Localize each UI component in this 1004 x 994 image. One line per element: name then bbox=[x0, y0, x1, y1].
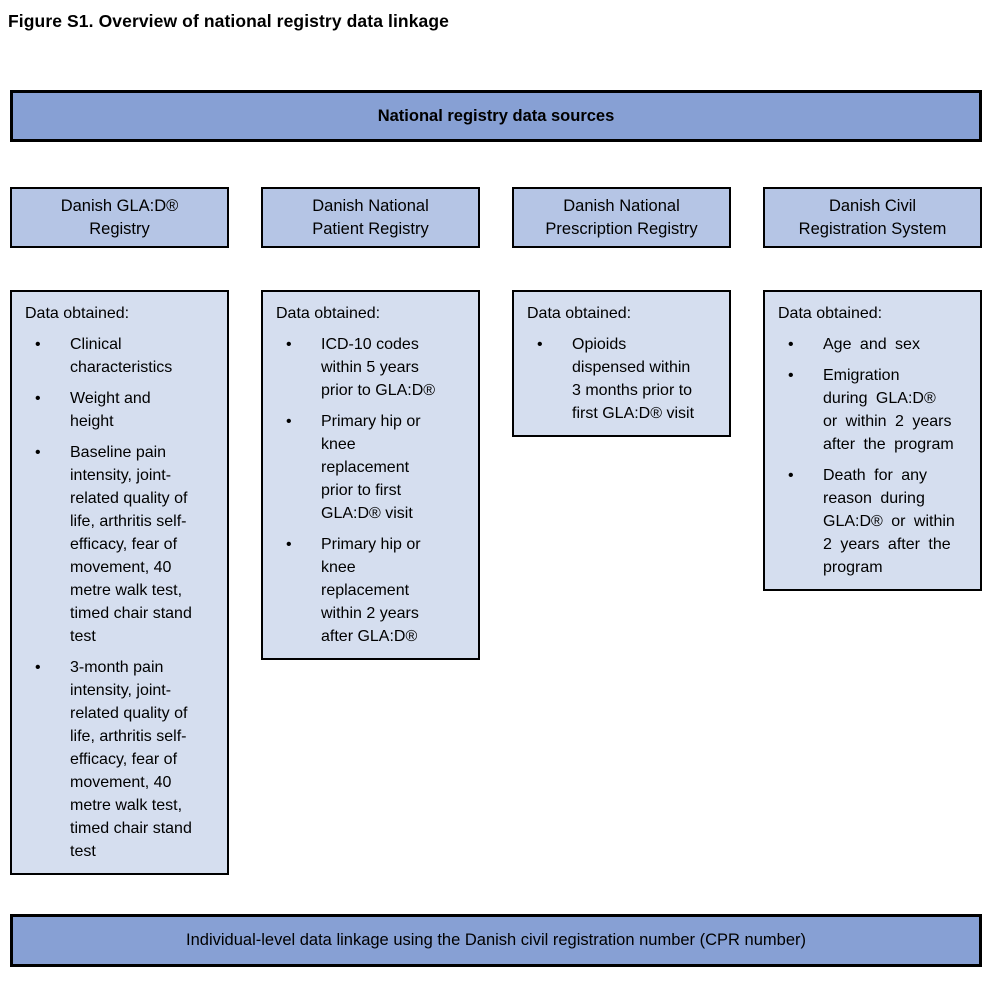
bullet-text: Baseline pain intensity, joint- related … bbox=[70, 444, 192, 645]
bullet-text: Weight and height bbox=[70, 390, 151, 430]
bullet-text: 3-month pain intensity, joint- related q… bbox=[70, 659, 192, 860]
databox-national-patient-registry: Data obtained: • ICD-10 codes within 5 ye… bbox=[261, 290, 480, 660]
header-box-glad-registry: Danish GLA:D® Registry bbox=[10, 187, 229, 248]
bullet-icon: • bbox=[537, 336, 543, 353]
bullet-icon: • bbox=[788, 467, 794, 484]
databox-national-prescription-registry: Data obtained: • Opioids dispensed within… bbox=[512, 290, 731, 437]
bullet-icon: • bbox=[35, 444, 41, 461]
bullet-icon: • bbox=[35, 336, 41, 353]
bullet-text: Emigration during GLA:D® or within 2 yea… bbox=[823, 367, 954, 453]
bullet-item: • Weight and height bbox=[25, 387, 219, 433]
bullet-text: Primary hip or knee replacement prior to… bbox=[321, 413, 421, 522]
bullet-icon: • bbox=[35, 390, 41, 407]
bullet-item: • Primary hip or knee replacement within … bbox=[276, 533, 470, 648]
bullet-item: • Baseline pain intensity, joint- related… bbox=[25, 441, 219, 648]
bullet-item: • ICD-10 codes within 5 years prior to GL… bbox=[276, 333, 470, 402]
bullet-icon: • bbox=[788, 336, 794, 353]
bullet-item: • Primary hip or knee replacement prior t… bbox=[276, 410, 470, 525]
data-obtained-label: Data obtained: bbox=[276, 305, 381, 322]
figure-title: Figure S1. Overview of national registry… bbox=[8, 11, 449, 31]
bullet-list-national-prescription-registry: • Opioids dispensed within 3 months prior… bbox=[527, 333, 721, 425]
bullet-item: • Emigration during GLA:D® or within 2 ye… bbox=[778, 364, 972, 456]
header-box-national-prescription-registry: Danish National Prescription Registry bbox=[512, 187, 731, 248]
bullet-text: Death for any reason during GLA:D® or wi… bbox=[823, 467, 955, 576]
bullet-list-national-patient-registry: • ICD-10 codes within 5 years prior to GL… bbox=[276, 333, 470, 648]
bullet-text: Primary hip or knee replacement within 2… bbox=[321, 536, 421, 645]
bullet-icon: • bbox=[35, 659, 41, 676]
data-obtained-label: Data obtained: bbox=[778, 305, 883, 322]
bottom-banner-cpr-linkage: Individual-level data linkage using the … bbox=[10, 914, 982, 967]
bullet-icon: • bbox=[788, 367, 794, 384]
header-box-national-patient-registry: Danish National Patient Registry bbox=[261, 187, 480, 248]
top-banner-national-registry-data-sources: National registry data sources bbox=[10, 90, 982, 142]
bullet-text: Opioids dispensed within 3 months prior … bbox=[572, 336, 695, 422]
bullet-item: • Clinical characteristics bbox=[25, 333, 219, 379]
header-box-civil-registration-system: Danish Civil Registration System bbox=[763, 187, 982, 248]
databox-civil-registration-system: Data obtained: • Age and sex • Emigration d… bbox=[763, 290, 982, 591]
data-obtained-label: Data obtained: bbox=[527, 305, 632, 322]
registry-columns-grid: Danish GLA:D® Registry Danish National P… bbox=[10, 187, 982, 875]
bullet-text: Age and sex bbox=[823, 336, 920, 353]
bullet-item: • Death for any reason during GLA:D® or w… bbox=[778, 464, 972, 579]
bullet-text: ICD-10 codes within 5 years prior to GLA… bbox=[321, 336, 436, 399]
bullet-icon: • bbox=[286, 336, 292, 353]
databox-glad-registry: Data obtained: • Clinical characteristics… bbox=[10, 290, 229, 875]
bullet-item: • Age and sex bbox=[778, 333, 972, 356]
bullet-list-civil-registration-system: • Age and sex • Emigration during GLA:D® or… bbox=[778, 333, 972, 579]
bullet-list-glad-registry: • Clinical characteristics • Weight and hei… bbox=[25, 333, 219, 863]
bullet-item: • 3-month pain intensity, joint- related … bbox=[25, 656, 219, 863]
bullet-icon: • bbox=[286, 413, 292, 430]
data-obtained-label: Data obtained: bbox=[25, 305, 130, 322]
bullet-item: • Opioids dispensed within 3 months prior… bbox=[527, 333, 721, 425]
bullet-text: Clinical characteristics bbox=[70, 336, 173, 376]
bullet-icon: • bbox=[286, 536, 292, 553]
